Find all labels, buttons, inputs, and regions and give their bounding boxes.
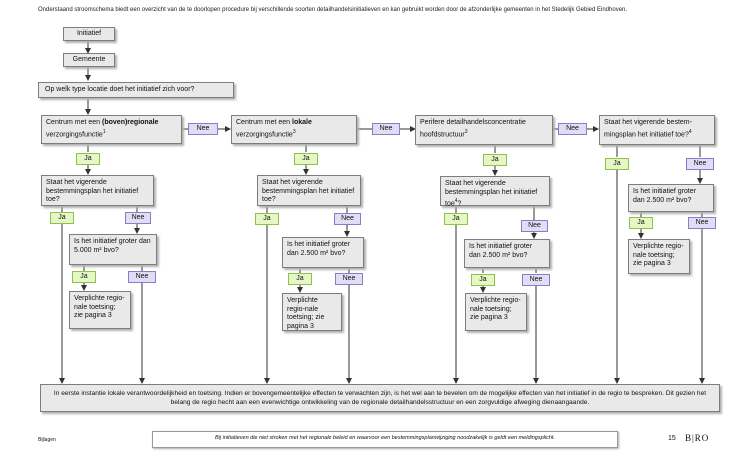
ja-col3: Ja	[483, 154, 507, 166]
col1-sup: 1	[102, 128, 106, 135]
ja-col1-size: Ja	[72, 271, 96, 283]
bottom-conclusion: In eerste instantie lokale verantwoordel…	[40, 384, 720, 412]
col1-bold: (boven)regionale	[102, 119, 159, 126]
col4-sup: 4	[688, 128, 692, 135]
verplicht-col4: Verplichte regio-nale toetsing; zie pagi…	[628, 239, 690, 274]
col3-sup: 3	[464, 128, 468, 135]
question-size-col1: Is het initiatief groter dan 5.000 m² bv…	[69, 234, 157, 265]
node-centrum-boven-regionaal: Centrum met een (boven)regionale verzorg…	[41, 115, 182, 144]
verplicht-col1: Verplichte regio-nale toetsing; zie pagi…	[69, 291, 131, 329]
ja-col2-plan: Ja	[255, 213, 279, 225]
col4-text: Staat het vigerende bestem-mingsplan het…	[604, 119, 692, 138]
ja-col1: Ja	[76, 153, 100, 165]
col1-pre: Centrum met een	[46, 119, 103, 126]
nee-col1-plan: Nee	[125, 212, 151, 224]
intro-text: Onderstaand stroomschema biedt een overz…	[38, 7, 628, 13]
ja-col2: Ja	[294, 153, 318, 165]
col2-post: verzorgingsfunctie	[236, 130, 293, 138]
node-initiatief: Initiatief	[63, 27, 115, 41]
question-size-col3: Is het initiatief groter dan 2.500 m² bv…	[464, 239, 550, 268]
nee-col1-col2: Nee	[188, 123, 218, 135]
question-size-col2: Is het initiatief groter dan 2.500 m² bv…	[282, 237, 364, 268]
footer-section-label: Bijlagen	[38, 437, 56, 443]
node-centrum-lokaal: Centrum met een lokale verzorgingsfuncti…	[231, 115, 357, 144]
node-perifere-detailhandel: Perifere detailhandelsconcentratie hoofd…	[415, 115, 553, 145]
question-plan-col3: Staat het vigerende bestemmingsplan het …	[440, 176, 550, 208]
node-col4-plan: Staat het vigerende bestem-mingsplan het…	[599, 115, 715, 145]
ja-col2-size: Ja	[288, 273, 312, 285]
q-plan-col3-sup: 4	[454, 198, 458, 204]
col2-bold: lokale	[292, 119, 312, 126]
ja-col3-plan: Ja	[444, 213, 468, 225]
col3-text: Perifere detailhandelsconcentratie hoofd…	[420, 119, 526, 138]
page-number: 15	[668, 435, 676, 442]
nee-col2-size: Nee	[335, 273, 363, 285]
question-size-col4: Is het initiatief groter dan 2.500 m² bv…	[628, 184, 714, 212]
ja-col1-plan: Ja	[50, 212, 74, 224]
q-plan-col3-text: Staat het vigerende bestemmingsplan het …	[445, 180, 538, 208]
ja-col4-size: Ja	[629, 217, 653, 229]
col2-pre: Centrum met een	[236, 119, 293, 126]
nee-col4: Nee	[686, 158, 714, 170]
nee-col4-size: Nee	[688, 217, 716, 229]
nee-col3-size: Nee	[522, 274, 550, 286]
nee-col2-col3: Nee	[372, 123, 400, 135]
nee-col2-plan: Nee	[334, 213, 361, 225]
ja-col3-size: Ja	[471, 274, 495, 286]
ja-col4: Ja	[605, 158, 629, 170]
question-plan-col1: Staat het vigerende bestemmingsplan het …	[41, 175, 154, 206]
q-plan-col3-post: ?	[457, 200, 462, 208]
brand-logo: B|RO	[685, 433, 710, 443]
verplicht-col2: Verplichte regio-nale toetsing; zie pagi…	[282, 293, 342, 331]
nee-col1-size: Nee	[128, 271, 156, 283]
nee-col3-col4: Nee	[558, 123, 587, 135]
footer-note: Bij initiatieven die niet stroken met he…	[152, 431, 618, 448]
question-location: Op welk type locatie doet het initiatief…	[38, 82, 234, 98]
col2-sup: 3	[292, 128, 296, 135]
verplicht-col3: Verplichte regio-nale toetsing; zie pagi…	[465, 293, 527, 331]
col1-post: verzorgingsfunctie	[46, 130, 103, 138]
question-plan-col2: Staat het vigerende bestemmingsplan het …	[257, 175, 361, 206]
nee-col3-plan: Nee	[521, 220, 548, 232]
node-gemeente: Gemeente	[63, 53, 115, 67]
